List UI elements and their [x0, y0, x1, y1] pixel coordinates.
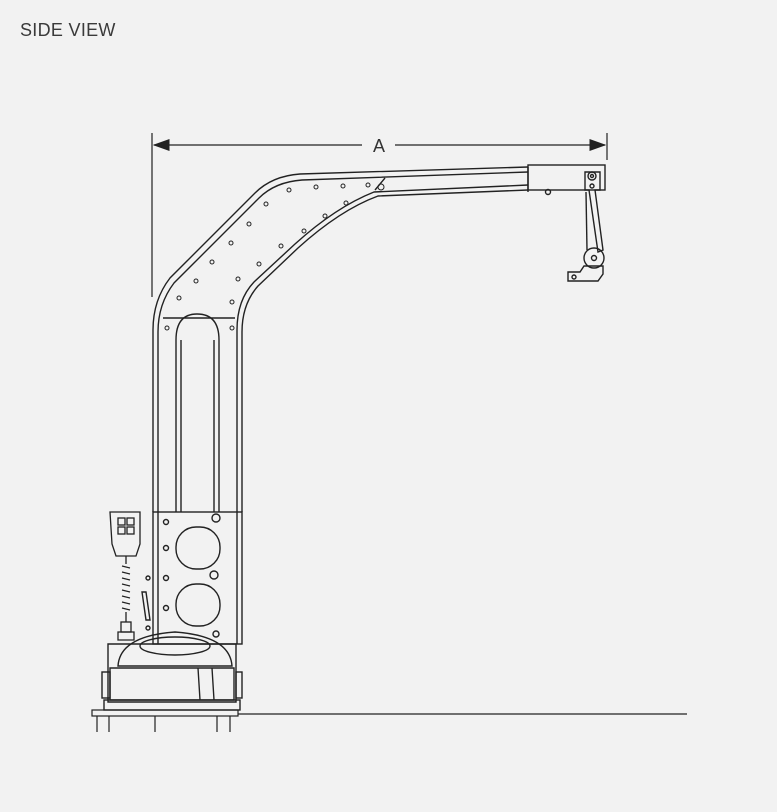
pendant-button-3	[117, 526, 126, 535]
base-plate	[152, 511, 243, 645]
view-title: SIDE VIEW	[20, 20, 116, 40]
extension-beam	[527, 164, 606, 196]
beam-tip-housing	[527, 164, 606, 191]
dimension-label: A	[373, 136, 385, 156]
pendant-controller	[109, 511, 141, 641]
hook-foot	[567, 265, 604, 282]
pendant-button-1	[117, 517, 126, 526]
pendant-body	[109, 511, 141, 557]
dome-base	[101, 631, 243, 711]
coiled-cord	[121, 556, 131, 622]
arm-rivets	[164, 182, 385, 331]
cutout-upper	[175, 526, 221, 570]
mast-base-plate	[141, 511, 243, 645]
dimension-a	[151, 133, 608, 297]
beam-pivot	[587, 171, 597, 181]
floor-plate	[91, 709, 239, 717]
arm-inner-edge	[241, 189, 529, 512]
pendant-button-4	[126, 526, 135, 535]
cutout-lower	[175, 583, 221, 627]
hook-pulley	[583, 247, 605, 269]
pendant-button-2	[126, 517, 135, 526]
dome-top	[117, 631, 233, 667]
arm-outer-edge	[152, 166, 529, 512]
crane-arm	[152, 166, 529, 512]
floor	[91, 709, 687, 732]
column-arch	[175, 313, 220, 341]
lift-hook	[567, 171, 605, 282]
dome-foot	[103, 699, 241, 711]
